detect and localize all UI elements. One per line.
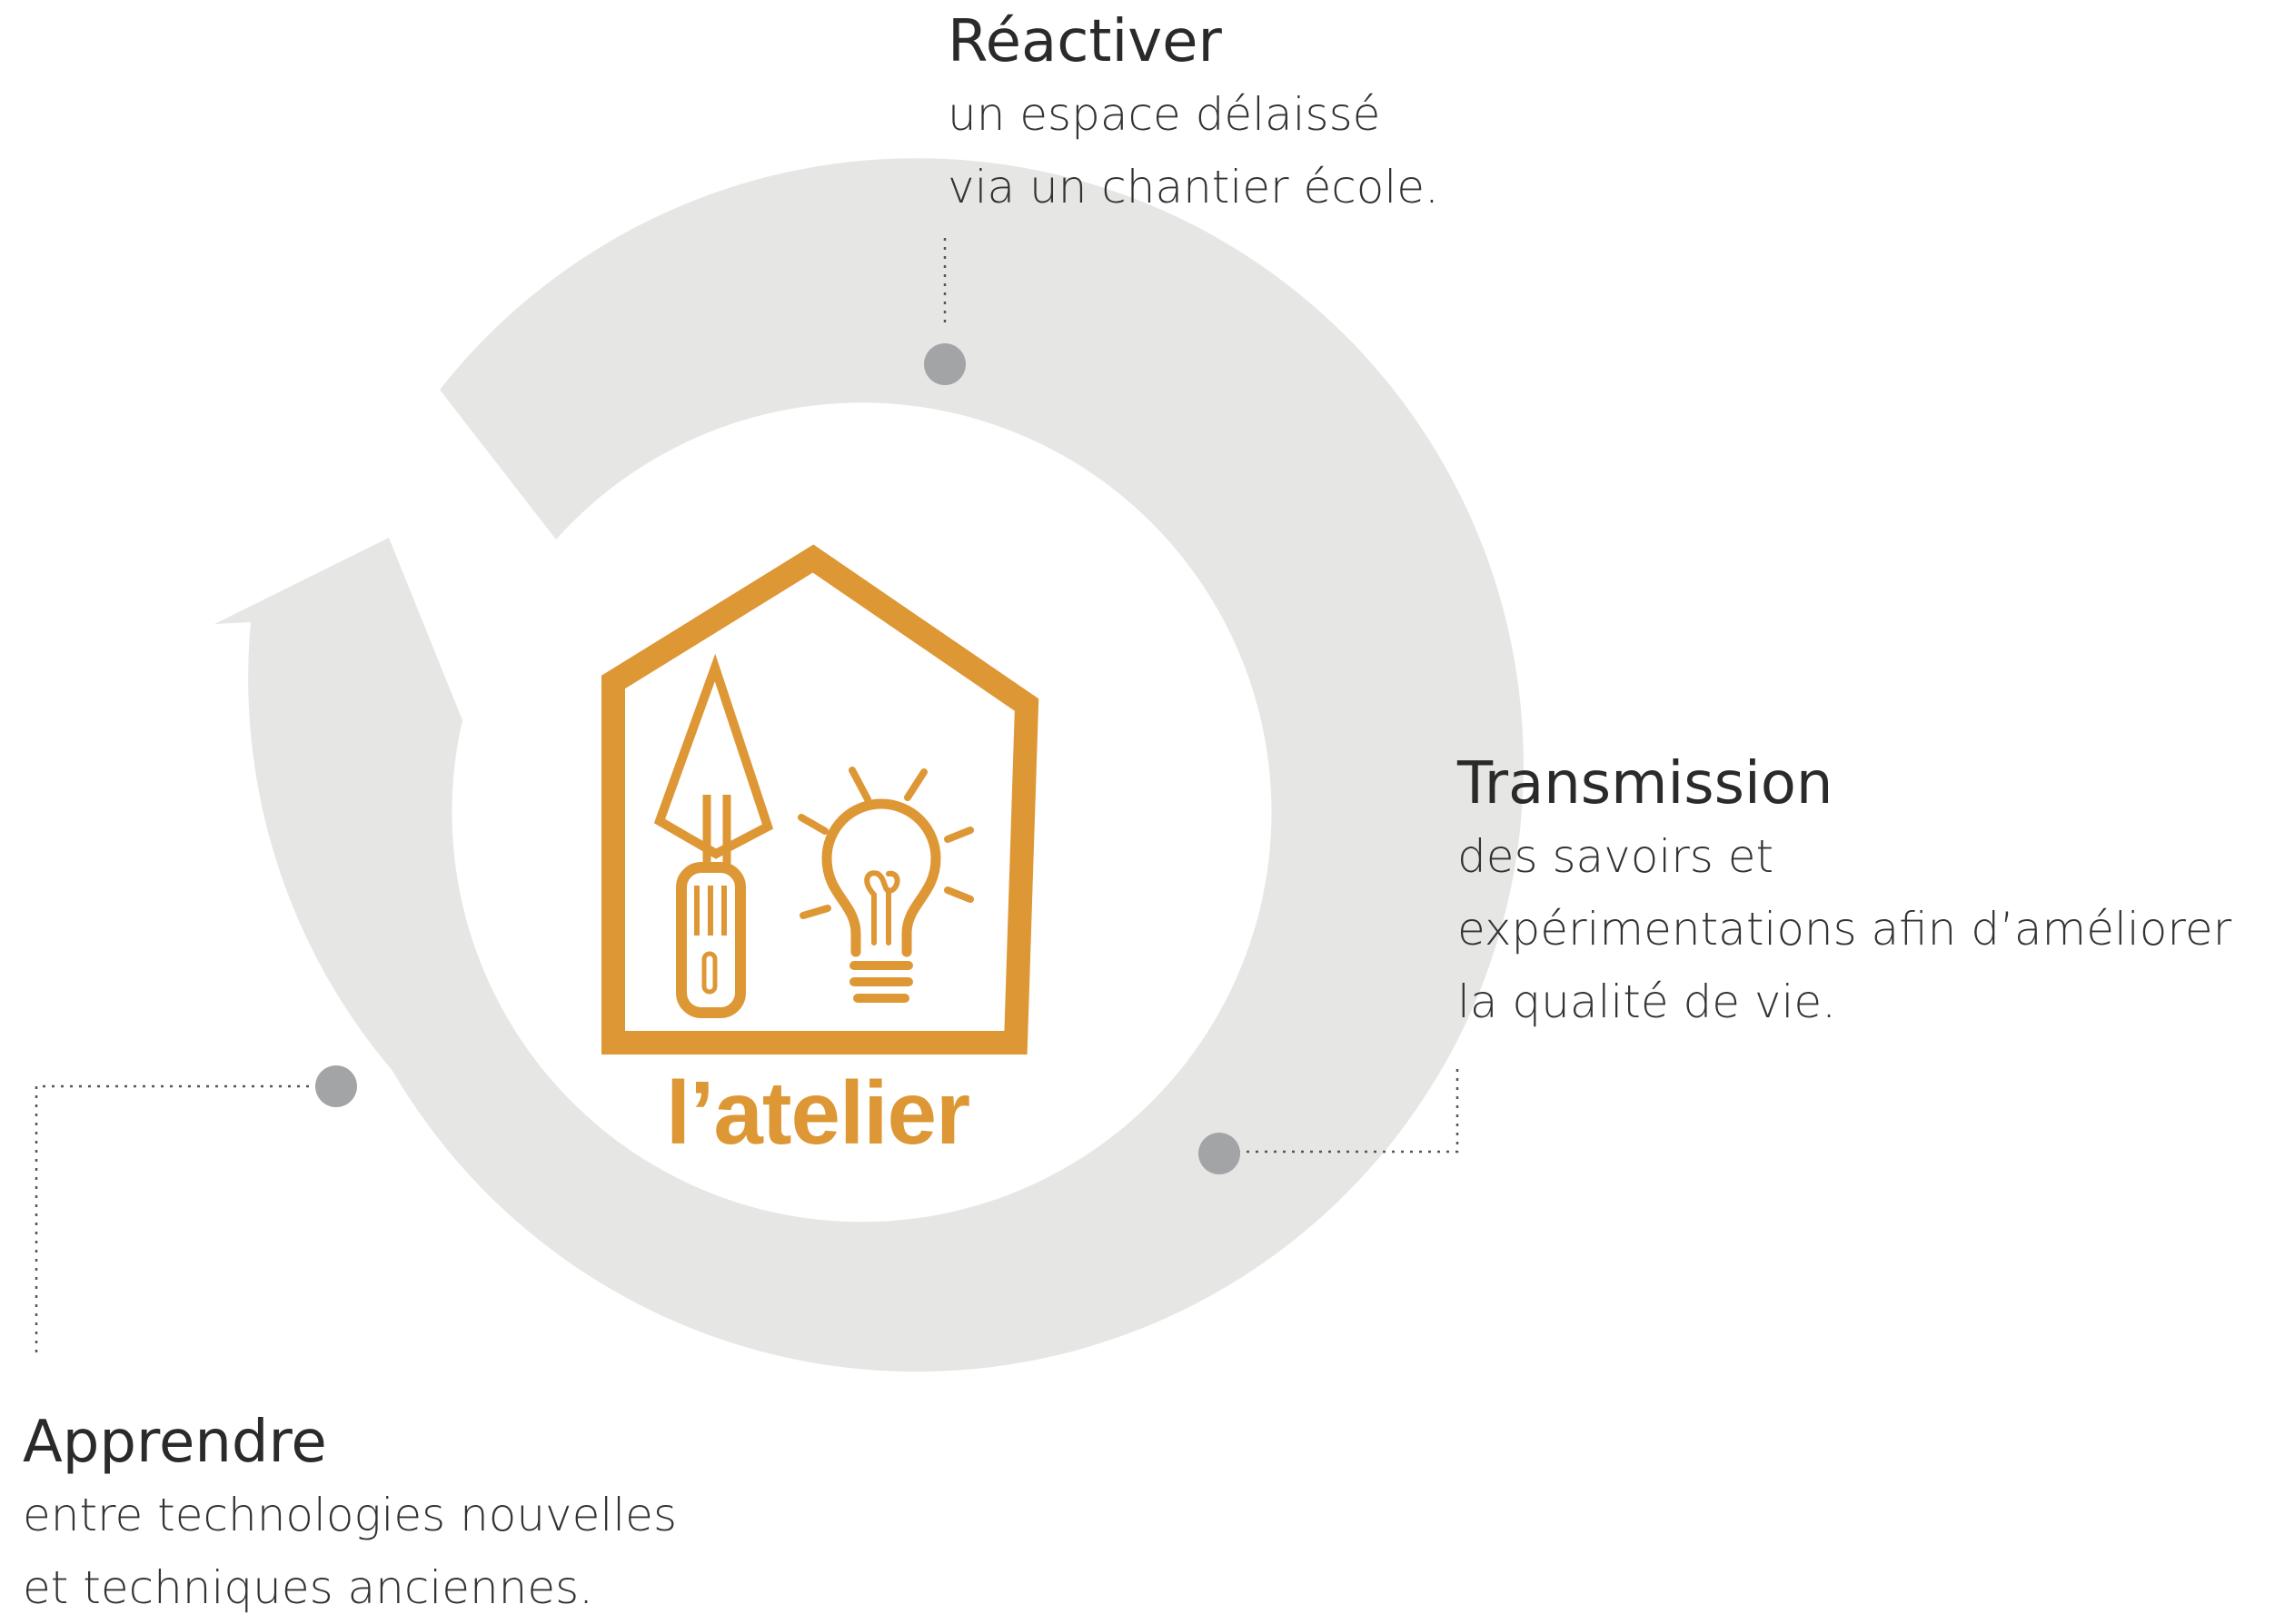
stage-reactiver: Réactiver un espace délaissé via un chan…: [948, 5, 1439, 223]
house-with-trowel-and-lightbulb-icon: [601, 544, 1039, 1055]
stage-title-reactiver: Réactiver: [948, 8, 1222, 75]
stage-transmission: Transmission des savoirs et expérimentat…: [1457, 748, 2231, 1038]
stage-text-line: la qualité de vie.: [1457, 975, 1837, 1028]
stage-text-line: des savoirs et: [1457, 830, 1774, 883]
cycle-ring: [214, 158, 1524, 1372]
center-label: l’atelier: [665, 1063, 970, 1163]
leader-line-apprendre: [35, 1084, 336, 1358]
stage-title-apprendre: Apprendre: [23, 1409, 327, 1476]
stage-text-line: entre technologies nouvelles: [23, 1489, 677, 1541]
stage-dot-transmission: [1198, 1133, 1240, 1174]
stage-text-line: via un chantier école.: [948, 161, 1439, 213]
stage-text-line: un espace délaissé: [948, 88, 1381, 141]
stage-title-transmission: Transmission: [1457, 750, 1833, 817]
stage-text-line: expérimentations afin d’améliorer: [1457, 903, 2232, 956]
stage-apprendre: Apprendre entre technologies nouvelles e…: [23, 1406, 677, 1624]
stage-text-line: et techniques anciennes.: [23, 1561, 594, 1614]
leader-line-transmission: [1219, 1065, 1459, 1154]
stage-dot-reactiver: [924, 343, 966, 385]
stage-dot-apprendre: [315, 1065, 357, 1107]
